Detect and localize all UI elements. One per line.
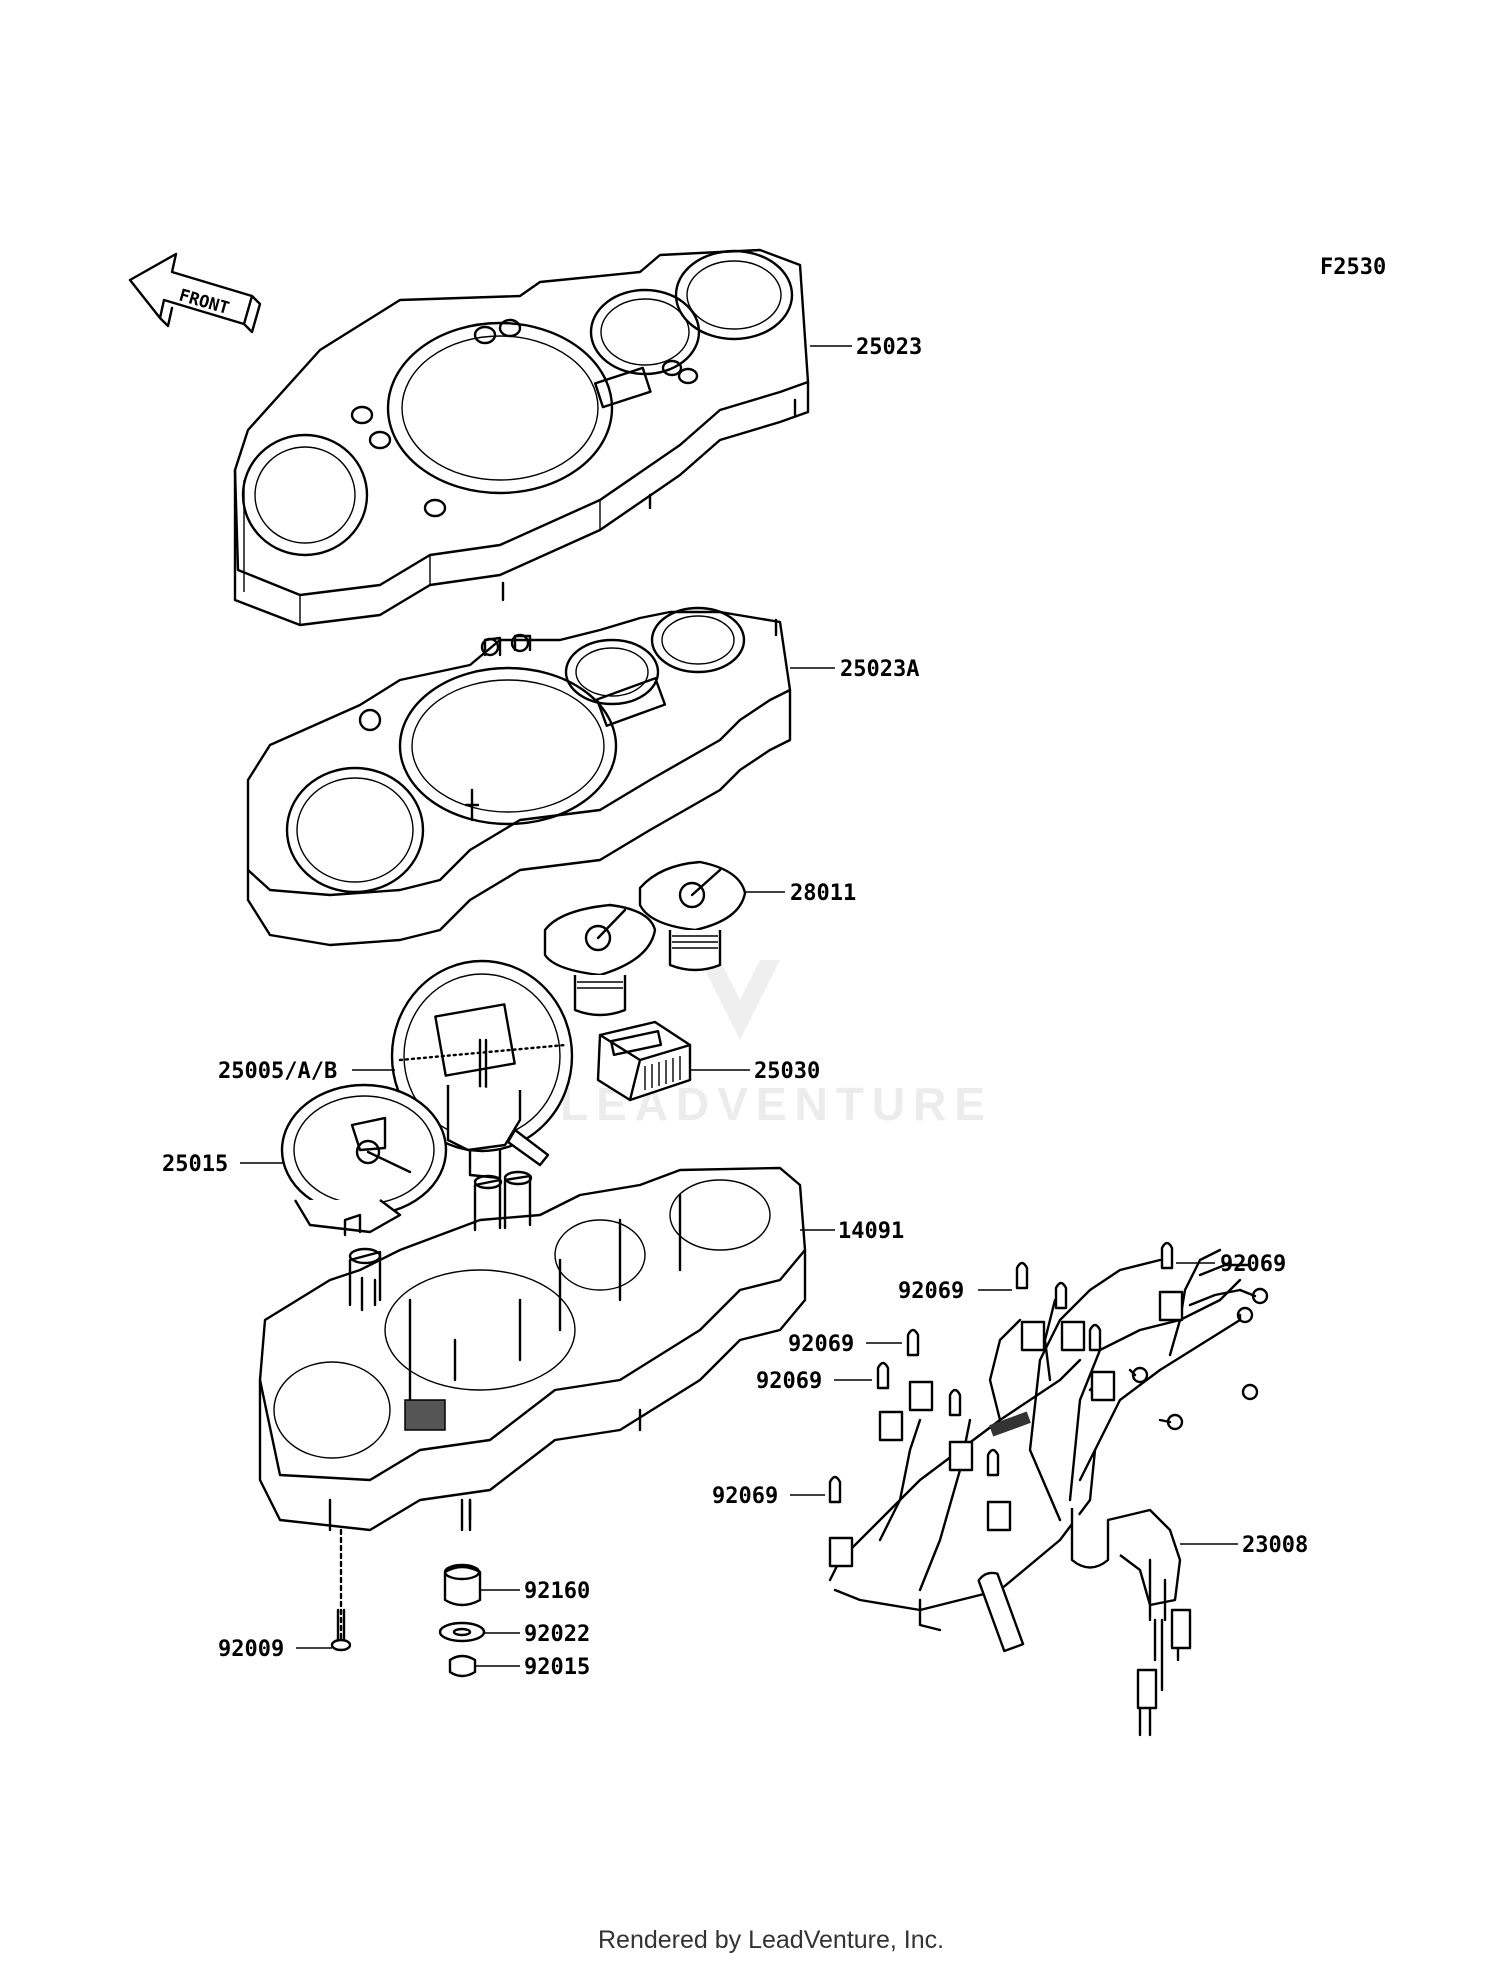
meter-base-case [258,1166,807,1532]
front-arrow-icon: FRONT [128,252,262,334]
figure-code: F2530 [1320,255,1386,280]
callout-92009[interactable]: 92009 [218,1637,284,1662]
wiring-harness [828,1248,1269,1737]
callout-92160[interactable]: 92160 [524,1579,590,1604]
callout-labels: 25023 25023A 28011 25005/A/B 25030 25015… [162,335,1308,1680]
upper-meter-cover [233,248,810,627]
callout-92069-b[interactable]: 92069 [898,1279,964,1304]
callout-28011[interactable]: 28011 [790,881,856,906]
callout-92069-a[interactable]: 92069 [1220,1252,1286,1277]
callout-14091[interactable]: 14091 [838,1219,904,1244]
lcd-unit [596,1020,692,1102]
bulbs [828,1241,1174,1504]
callout-23008[interactable]: 23008 [1242,1533,1308,1558]
callout-25005[interactable]: 25005/A/B [218,1059,337,1084]
leader-lines [240,345,1238,1667]
callout-92069-e[interactable]: 92069 [712,1484,778,1509]
meter-case [246,606,792,947]
speedometer [390,959,574,1180]
callout-92069-c[interactable]: 92069 [788,1332,854,1357]
sub-gauges [543,860,747,1017]
callout-25030[interactable]: 25030 [754,1059,820,1084]
footer-credit: Rendered by LeadVenture, Inc. [598,1926,944,1954]
mount-bolt-assembly [438,1498,486,1678]
screw-92009 [330,1528,352,1652]
callout-92069-d[interactable]: 92069 [756,1369,822,1394]
callout-92015[interactable]: 92015 [524,1655,590,1680]
callout-92022[interactable]: 92022 [524,1622,590,1647]
callout-25023A[interactable]: 25023A [840,657,919,682]
callout-25023[interactable]: 25023 [856,335,922,360]
callout-25015[interactable]: 25015 [162,1152,228,1177]
tachometer [280,1083,448,1234]
